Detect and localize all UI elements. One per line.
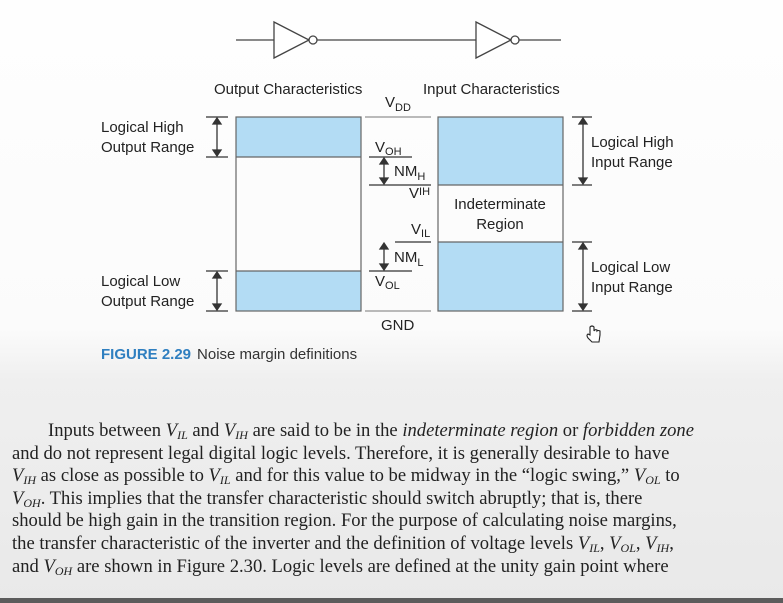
figure-number: FIGURE 2.29 (101, 346, 192, 363)
logical-high-input-label-2: Input Range (591, 154, 673, 171)
arrow-down-icon (211, 149, 223, 158)
arrow-down-icon (577, 303, 589, 312)
indeterminate-label-1: Indeterminate (454, 196, 546, 213)
arrow-up-icon (577, 241, 589, 250)
paragraph-line-3: VIH as close as possible to VIL and for … (12, 465, 680, 488)
hand-cursor-icon (586, 325, 601, 343)
nml-label: NML (394, 249, 423, 269)
arrow-down-icon (211, 303, 223, 312)
arrow-up-icon (378, 241, 390, 250)
paragraph-line-7: and VOH are shown in Figure 2.30. Logic … (12, 555, 669, 578)
output-characteristics-heading: Output Characteristics (214, 81, 362, 98)
paragraph-line-4: VOH. This implies that the transfer char… (12, 487, 643, 510)
logical-low-output-label-2: Output Range (101, 293, 194, 310)
paragraph-line-6: the transfer characteristic of the inver… (12, 532, 674, 555)
inverter-left-icon (273, 20, 311, 60)
paragraph-line-1: Inputs between VIL and VIH are said to b… (48, 420, 694, 442)
vol-label: VOL (375, 273, 400, 292)
noise-margin-diagram: Output Characteristics Input Characteris… (101, 20, 674, 343)
vdd-label: VDD (385, 94, 411, 114)
inverter-right-icon (475, 20, 513, 60)
arrow-up-icon (378, 156, 390, 165)
gnd-label: GND (381, 317, 415, 334)
arrow-up-icon (211, 270, 223, 279)
output-low-band (236, 271, 361, 311)
input-characteristics-heading: Input Characteristics (423, 81, 560, 98)
arrow-down-icon (378, 263, 390, 272)
logical-low-output-label-1: Logical Low (101, 273, 180, 290)
logical-high-output-label-1: Logical High (101, 119, 184, 136)
body-paragraph: Inputs between VIL and VIH are said to b… (12, 420, 778, 578)
input-column: Indeterminate Region (437, 116, 564, 312)
arrow-down-icon (577, 177, 589, 186)
paragraph-line-5: should be high gain in the transition re… (12, 510, 677, 532)
vil-label: VIL (411, 221, 430, 240)
vih-label: VIH (409, 185, 430, 202)
paragraph-line-2: and do not represent legal digital logic… (12, 442, 670, 464)
logical-high-input-label-1: Logical High (591, 134, 674, 151)
video-progress-bar[interactable] (0, 598, 783, 603)
inverter-chain (236, 20, 561, 60)
nmh-label: NMH (394, 163, 425, 183)
input-low-band (438, 242, 563, 311)
arrow-up-icon (577, 116, 589, 125)
logical-low-input-label-2: Input Range (591, 279, 673, 296)
arrow-up-icon (211, 116, 223, 125)
arrow-down-icon (378, 177, 390, 186)
output-high-band (236, 117, 361, 157)
logical-high-output-label-2: Output Range (101, 139, 194, 156)
output-column (235, 116, 362, 312)
input-high-band (438, 117, 563, 185)
figure-caption: FIGURE 2.29 Noise margin definitions (101, 346, 357, 363)
indeterminate-label-2: Region (476, 216, 524, 233)
voh-label: VOH (375, 139, 402, 158)
logical-low-input-label-1: Logical Low (591, 259, 670, 276)
figure-caption-text: Noise margin definitions (197, 346, 358, 363)
